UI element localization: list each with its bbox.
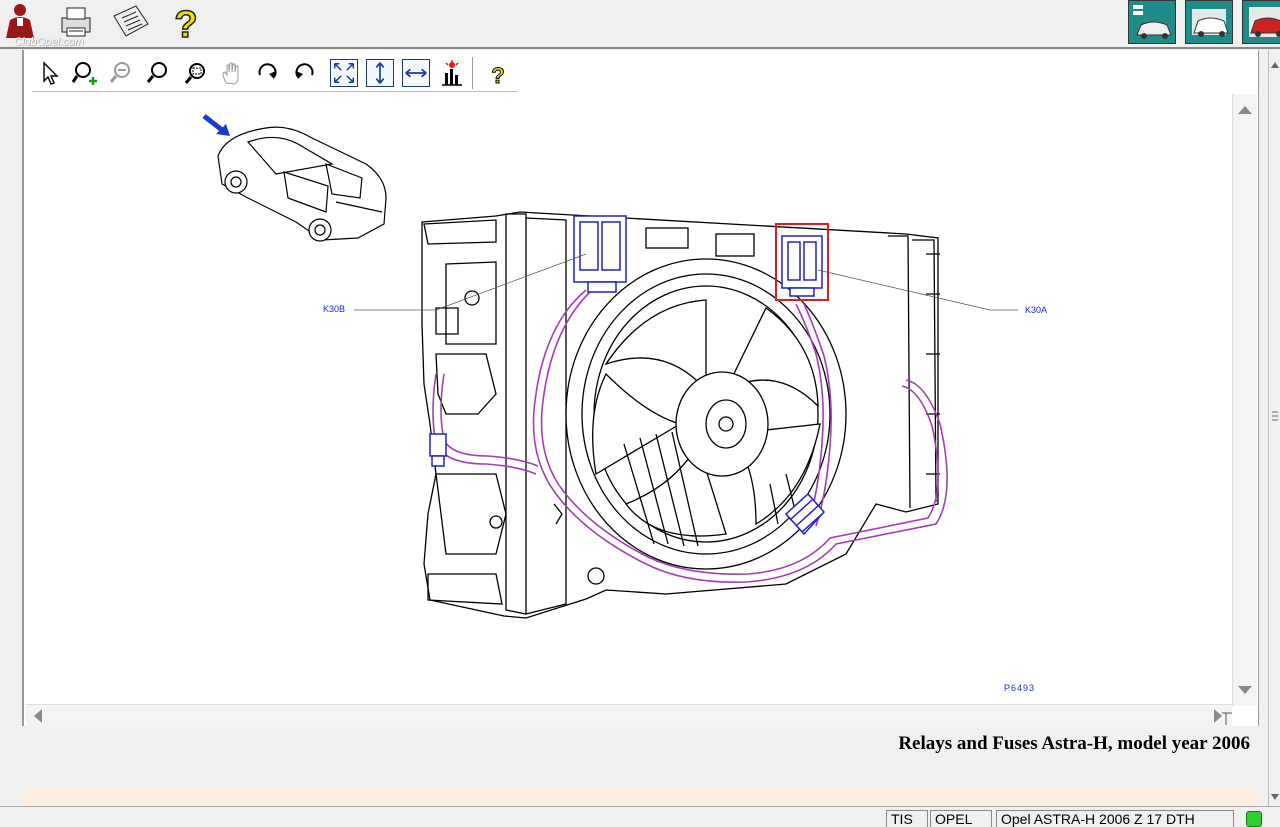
harness-path — [532, 289, 948, 583]
harness-path — [540, 289, 939, 575]
printer-icon[interactable] — [56, 2, 96, 42]
zoom-in-icon[interactable] — [72, 59, 100, 87]
rail-up-icon — [1271, 62, 1279, 68]
connector-k30b — [573, 215, 627, 293]
vehicle-red-icon — [1249, 7, 1280, 37]
toolbar-separator — [472, 57, 473, 89]
vehicle-red-button[interactable] — [1242, 0, 1280, 44]
status-vehicle: Opel ASTRA-H 2006 Z 17 DTH — [996, 810, 1234, 827]
side-rail-scrollbar[interactable] — [1268, 50, 1280, 806]
harness-path — [803, 303, 832, 527]
blue-arrow-icon — [202, 114, 230, 136]
rail-grip-icon — [1272, 411, 1278, 421]
watermark: ClubOpel.com — [14, 36, 84, 48]
help-icon[interactable]: ? — [166, 2, 206, 42]
horizontal-scrollbar[interactable] — [26, 704, 1232, 727]
svg-text:?: ? — [491, 63, 504, 87]
scroll-right-icon — [1214, 709, 1222, 723]
status-brand: OPEL — [930, 810, 992, 827]
label-k30b: K30B — [323, 304, 346, 314]
fit-page-icon[interactable] — [330, 59, 358, 87]
vehicle-icon — [1192, 9, 1229, 37]
fan-assembly — [565, 258, 847, 570]
fit-width-icon[interactable] — [402, 59, 430, 87]
resize-grip-icon — [1222, 712, 1232, 725]
help-icon[interactable]: ? — [484, 59, 512, 88]
car-outline-icon — [217, 126, 387, 242]
viewer-toolbar: ? — [32, 55, 518, 92]
figure-id: P6493 — [1004, 683, 1036, 693]
rotate-ccw-icon[interactable] — [290, 59, 318, 87]
newspaper-icon[interactable] — [110, 2, 150, 42]
zoom-out-icon[interactable] — [108, 59, 136, 87]
select-arrow-icon[interactable] — [36, 59, 64, 87]
scroll-left-icon — [34, 709, 42, 723]
connector-left — [429, 433, 447, 467]
scroll-up-icon — [1238, 106, 1252, 114]
zoom-area-icon[interactable] — [182, 59, 210, 87]
document-caption: Relays and Fuses Astra-H, model year 200… — [898, 733, 1250, 754]
vehicle-button[interactable] — [1185, 0, 1233, 44]
cooling-fan-diagram — [202, 114, 1018, 619]
highlight-icon[interactable] — [438, 59, 466, 87]
connector-fan-motor — [784, 492, 826, 536]
connection-status-indicator — [1246, 811, 1262, 827]
status-bar: TIS OPEL Opel ASTRA-H 2006 Z 17 DTH — [0, 806, 1280, 827]
diagram-canvas[interactable]: K30B K30A P6493 — [26, 94, 1226, 702]
svg-text:?: ? — [174, 4, 197, 42]
harness-path — [432, 373, 537, 475]
topbar-divider — [0, 47, 1280, 49]
vertical-scrollbar[interactable] — [1232, 94, 1257, 706]
zoom-icon[interactable] — [144, 59, 172, 87]
info-strip — [24, 788, 1260, 806]
leader-line-k30b — [435, 253, 587, 311]
rail-down-icon — [1271, 794, 1279, 800]
status-system: TIS — [886, 810, 928, 827]
vehicle-list-button[interactable] — [1128, 0, 1176, 44]
harness-path — [795, 303, 824, 525]
leader-line-k30a — [817, 269, 991, 311]
fit-height-icon[interactable] — [366, 59, 394, 87]
scroll-down-icon — [1238, 686, 1252, 694]
wiring-harness — [432, 289, 948, 583]
label-k30a: K30A — [1025, 305, 1048, 315]
rotate-cw-icon[interactable] — [254, 59, 282, 87]
highlight-box — [775, 223, 829, 301]
connector-k30a — [781, 235, 823, 297]
person-icon[interactable] — [0, 2, 40, 42]
app-topbar: ? ClubOpel.com — [0, 0, 1280, 48]
vehicle-list-icon — [1133, 5, 1172, 39]
harness-path — [440, 373, 539, 467]
pan-hand-icon[interactable] — [218, 59, 246, 87]
